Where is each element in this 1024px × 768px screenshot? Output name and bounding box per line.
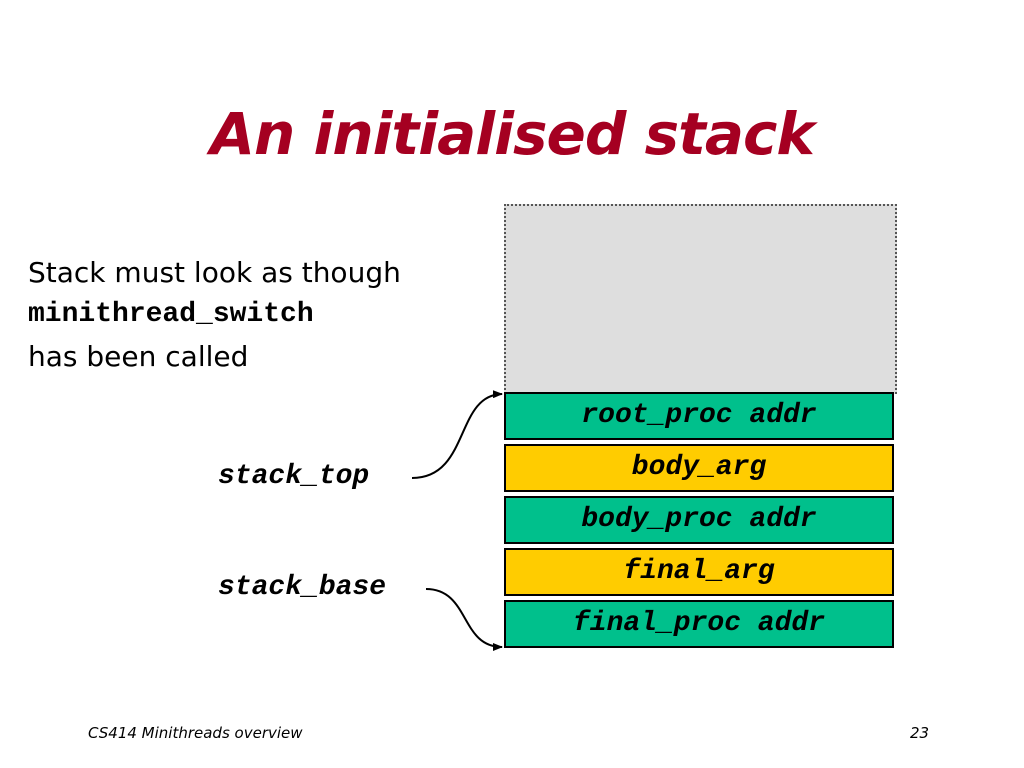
- footer-course: CS414 Minithreads overview: [88, 724, 303, 742]
- footer-page-number: 23: [910, 724, 930, 742]
- stack-top-label: stack_top: [218, 461, 370, 492]
- slide-title: An initialised stack: [210, 100, 815, 168]
- stack-cell-final-arg: final_arg: [504, 548, 894, 596]
- intro-text: Stack must look as though minithread_swi…: [28, 252, 401, 378]
- intro-line-3: has been called: [28, 340, 249, 373]
- stack-base-label: stack_base: [218, 572, 387, 603]
- stack-top-arrow: [411, 390, 503, 479]
- stack-base-arrow: [425, 588, 503, 651]
- intro-line-1: Stack must look as though: [28, 256, 401, 289]
- intro-code: minithread_switch: [28, 299, 314, 330]
- stack-cell-body-arg: body_arg: [504, 444, 894, 492]
- stack-cell-root-proc-addr: root_proc addr: [504, 392, 894, 440]
- stack-cell-final-proc-addr: final_proc addr: [504, 600, 894, 648]
- stack-free-space: [504, 204, 897, 394]
- stack-cell-body-proc-addr: body_proc addr: [504, 496, 894, 544]
